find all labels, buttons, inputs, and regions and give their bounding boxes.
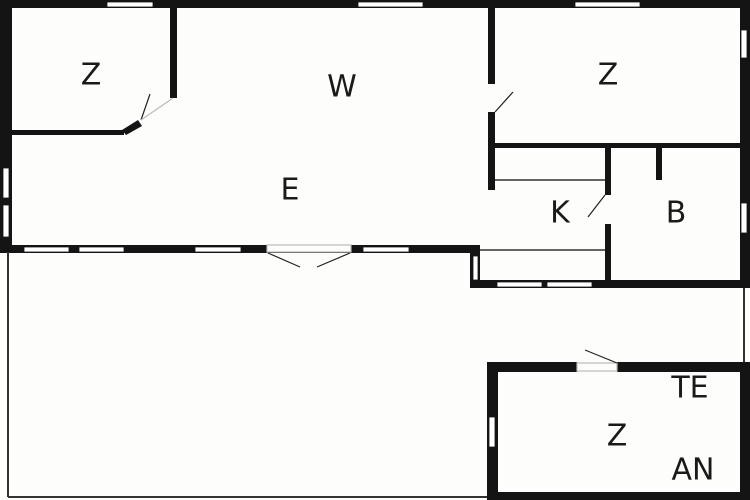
window [496,281,543,288]
room-label-e: E [281,173,300,208]
door-leaf [267,252,301,268]
doors [140,91,618,372]
window [2,204,10,238]
wall-z2-left-lower [488,112,495,190]
windows [2,1,748,448]
wall-z1-right [170,0,177,98]
window [357,1,424,8]
window [23,246,70,253]
door-annex [584,349,618,364]
room-label-w: W [327,70,357,105]
door-z2 [494,91,514,113]
door-leaf [316,252,351,268]
annex-top-left [487,362,577,372]
window [2,167,10,199]
door-annex-opening [576,362,618,372]
wall-z1-diagonal [122,120,142,135]
window [740,202,748,234]
wall-kb-lower [605,224,611,282]
room-labels: Z W Z E K B TE Z AN [81,58,715,488]
door-k [587,194,606,218]
window [740,29,748,59]
room-label-z1: Z [81,58,102,93]
door-z1 [140,93,151,121]
window [106,1,154,8]
room-label-k: K [550,196,571,231]
room-label-z2: Z [598,58,619,93]
room-label-b: B [666,196,687,231]
door-z1-sill [140,97,174,121]
thin-lines [7,179,745,498]
window [78,246,125,253]
door-opening [266,244,352,253]
window [488,416,496,448]
wall-z2-bottom [488,143,740,148]
annex-top-right [617,362,750,372]
wall-z2-left-upper [488,0,495,84]
wall-right [740,0,750,288]
room-label-an: AN [672,453,715,488]
wall-bottom-kb [470,280,750,288]
annex-right [740,362,750,500]
window [362,246,410,253]
wall-b-stub [656,148,662,180]
window [574,1,641,8]
room-label-te: TE [670,371,708,406]
window [194,246,242,253]
window [546,281,593,288]
room-label-z3: Z [607,419,628,454]
wall-z1-bottom [12,130,124,135]
wall-kb-upper [605,148,611,195]
window [472,255,479,281]
annex-bottom [487,492,750,500]
